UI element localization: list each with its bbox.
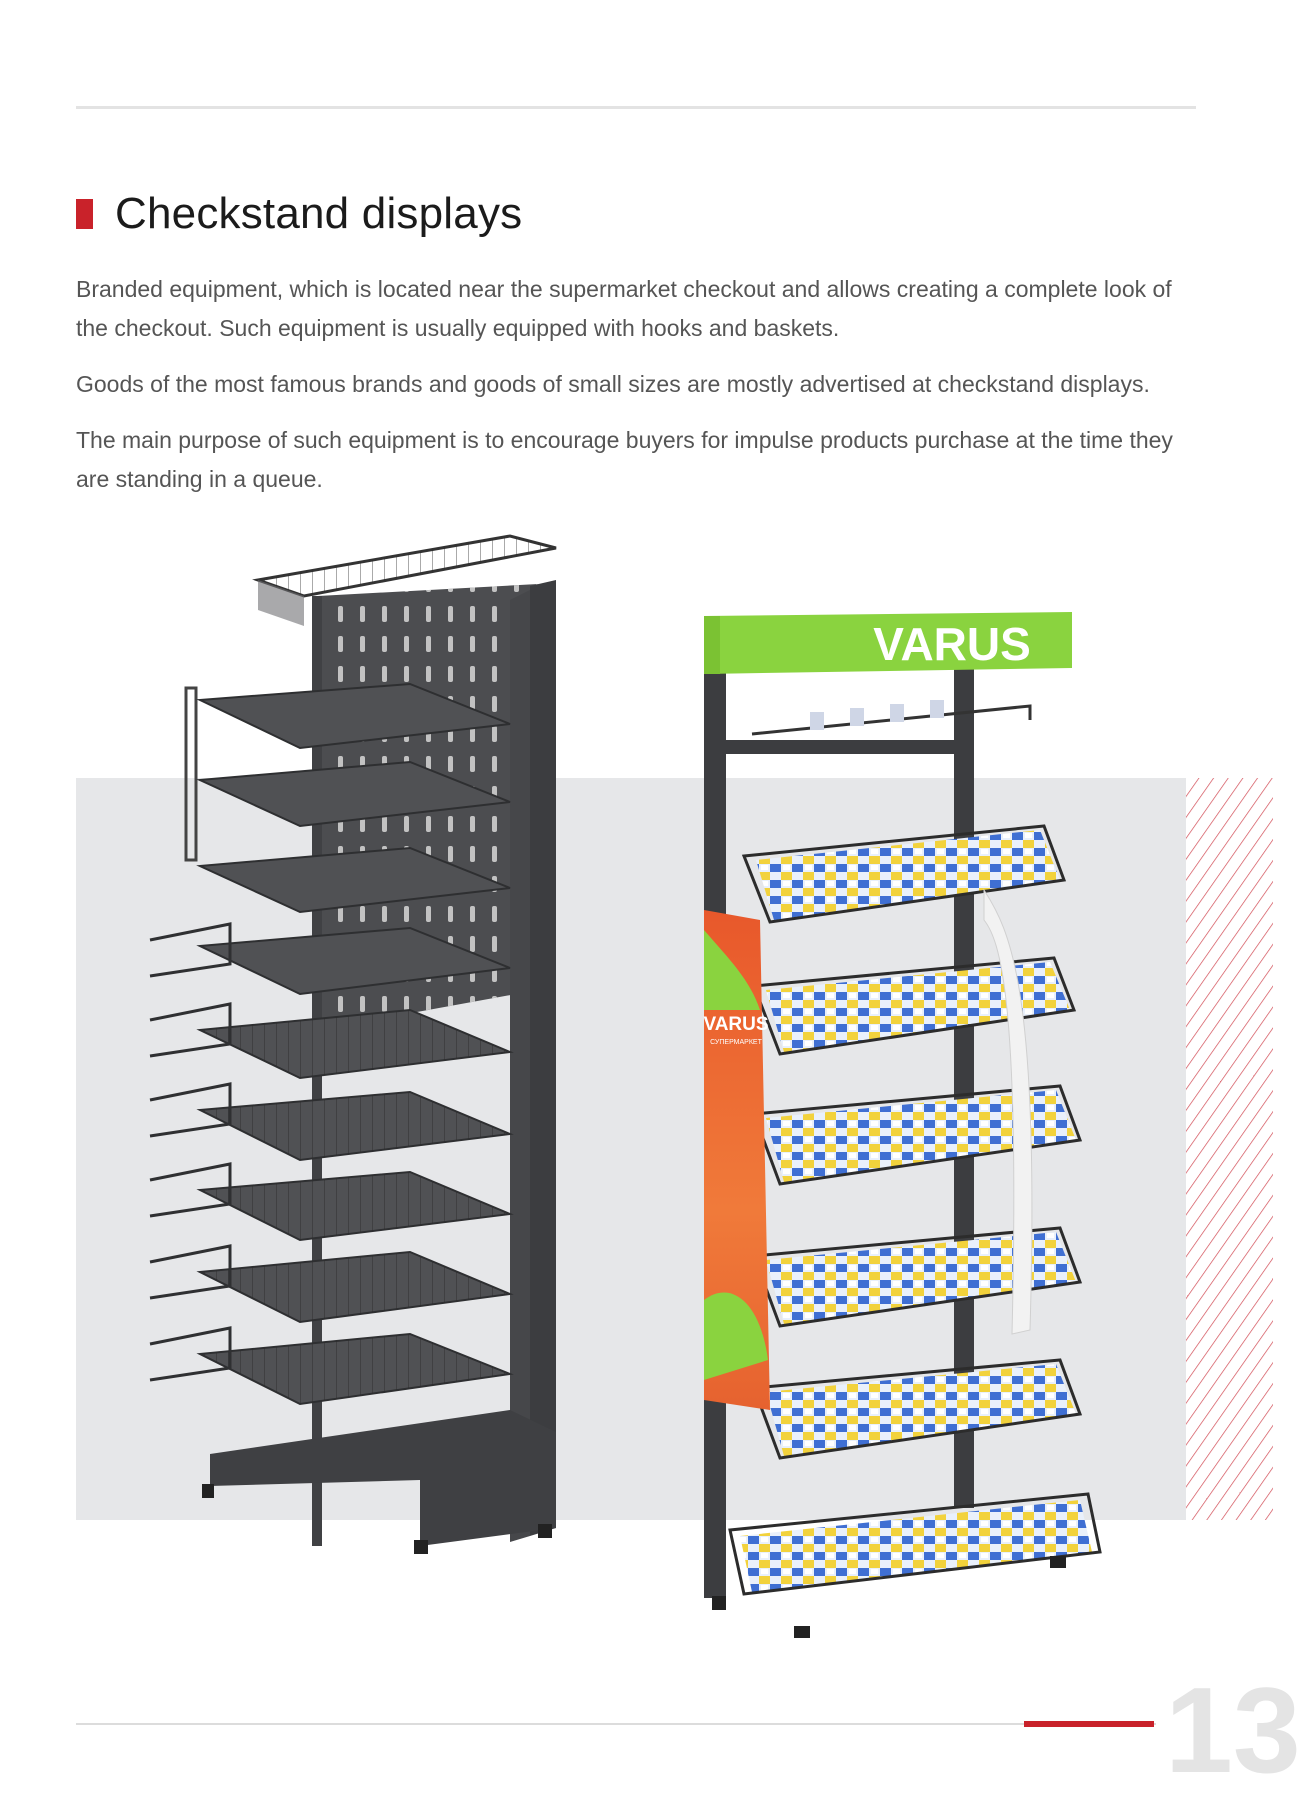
bottom-accent-bar	[1024, 1721, 1154, 1727]
heading-marker	[76, 199, 93, 229]
checkstand-displays-photo: VARUS	[76, 534, 1273, 1638]
hatch-decoration	[1186, 778, 1273, 1520]
paragraph-3: The main purpose of such equipment is to…	[76, 427, 1173, 492]
right-checkstand-display: VARUS	[703, 612, 1102, 1638]
left-checkstand-display	[149, 534, 557, 1554]
paragraph-2: Goods of the most famous brands and good…	[76, 371, 1150, 397]
section-heading: Checkstand displays	[76, 186, 522, 242]
page-number: 13	[1165, 1662, 1301, 1798]
paragraph-1: Branded equipment, which is located near…	[76, 276, 1172, 341]
varus-side-panel	[704, 910, 770, 1410]
varus-header-logo: VARUS	[873, 618, 1031, 670]
varus-side-logo: VARUS	[703, 1014, 768, 1035]
page-title: Checkstand displays	[115, 189, 523, 238]
varus-side-subtitle: СУПЕРМАРКЕТ	[710, 1039, 762, 1046]
product-shelves	[728, 824, 1102, 1596]
top-divider	[76, 106, 1196, 109]
bottom-divider	[76, 1723, 1156, 1725]
varus-header-sign	[704, 612, 1072, 674]
